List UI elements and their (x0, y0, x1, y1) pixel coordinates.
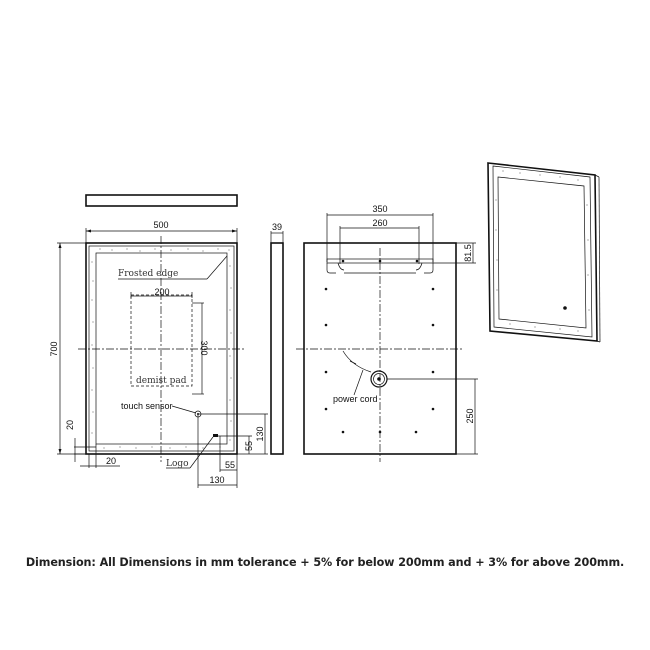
logo-icon (213, 434, 218, 437)
perspective-frost-texture (495, 170, 590, 332)
bracket-inner-dimension: 260 (372, 218, 387, 228)
sensor-offset-dimension: 130 (209, 475, 224, 485)
touch-sensor-label: touch sensor (121, 401, 173, 411)
logo-height-dimension: 55 (244, 441, 254, 451)
side-edge-dimension: 20 (106, 456, 116, 466)
top-view (85, 194, 238, 207)
side-view: 39 (270, 222, 284, 455)
width-dimension: 500 (153, 220, 168, 230)
rear-view: 350 260 81.5 power cord (296, 204, 478, 462)
cord-height-dimension: 250 (465, 408, 475, 423)
frosted-edge-label: Frosted edge (118, 269, 178, 279)
depth-dimension: 39 (272, 222, 282, 232)
power-cord-outlet-icon (370, 370, 388, 388)
height-dimension: 700 (49, 341, 59, 356)
frosted-edge-texture (91, 248, 232, 449)
demist-height-dimension: 300 (199, 340, 209, 355)
dimension-tolerance-note: Dimension: All Dimensions in mm toleranc… (25, 556, 625, 569)
demist-width-dimension: 200 (154, 287, 169, 297)
perspective-touch-sensor-icon (563, 306, 567, 310)
logo-label: Logo (166, 459, 189, 469)
front-view: 500 700 (49, 220, 268, 488)
bottom-edge-dimension: 20 (65, 420, 75, 430)
bracket-top-dimension: 81.5 (463, 244, 473, 262)
power-cord-label: power cord (333, 394, 378, 404)
demist-pad-label: demist pad (136, 376, 187, 386)
perspective-view (487, 162, 601, 343)
bracket-outer-dimension: 350 (372, 204, 387, 214)
sensor-height-dimension: 130 (255, 426, 265, 441)
logo-offset-dimension: 55 (225, 460, 235, 470)
